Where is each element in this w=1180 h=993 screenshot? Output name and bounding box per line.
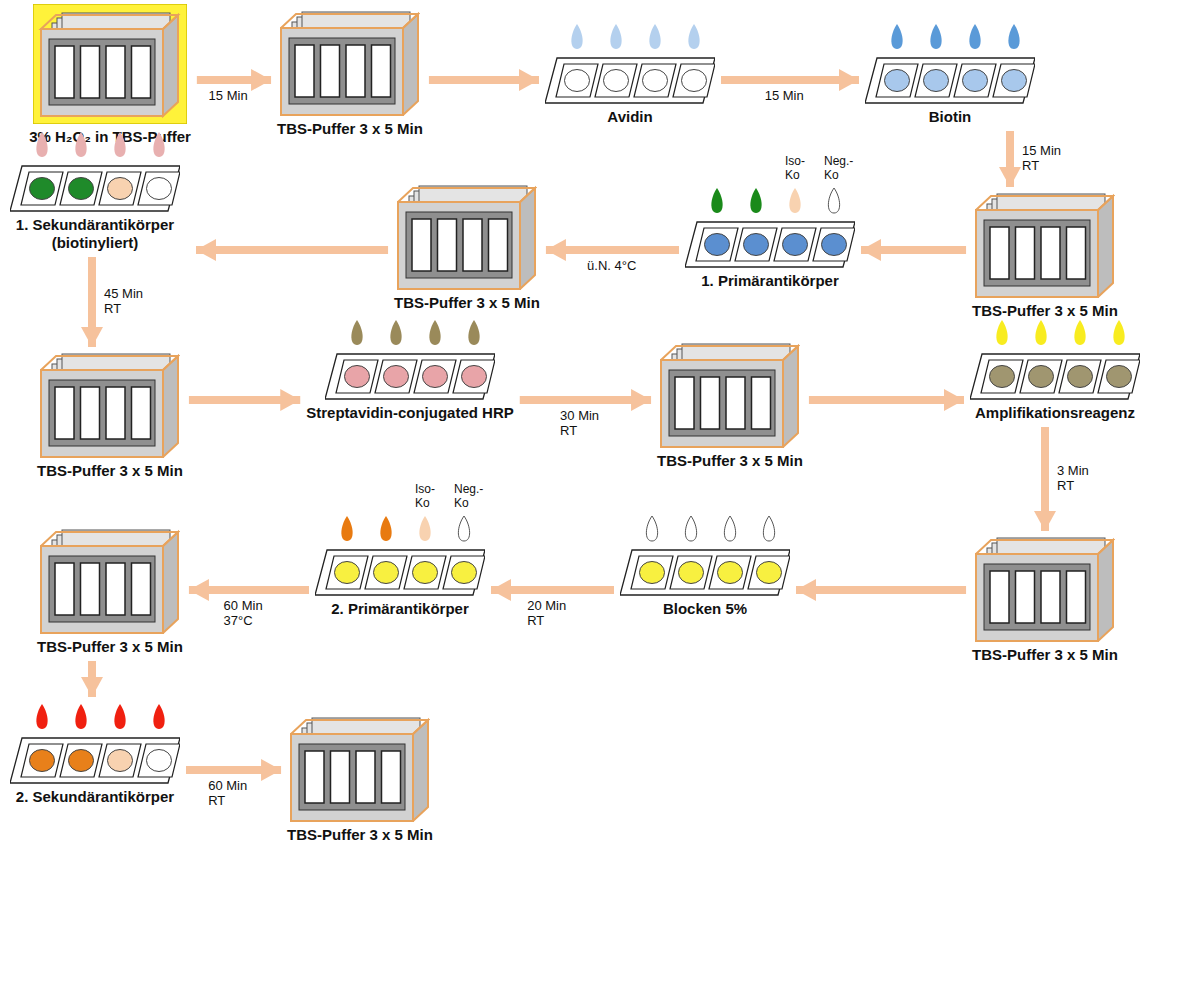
protocol-step: Streptavidin-conjugated HRP [306,318,514,422]
slide-illustration [545,22,715,104]
staining-jar [975,536,1115,642]
staining-jar [290,716,430,822]
step-label: TBS-Puffer 3 x 5 Min [394,294,540,312]
protocol-step: 1. Primärantikörper [685,186,855,290]
step-label: TBS-Puffer 3 x 5 Min [37,462,183,480]
step-label: 2. Sekundärantikörper [16,788,174,806]
step-label: Biotin [929,108,972,126]
protocol-step: Amplifikationsreagenz [970,318,1140,422]
flow-arrow [721,76,859,84]
protocol-step: TBS-Puffer 3 x 5 Min [37,352,183,480]
control-label: Iso- Ko [415,483,447,511]
protocol-step: Biotin [865,22,1035,126]
staining-jar [33,4,187,124]
step-label: Blocken 5% [663,600,747,618]
protocol-step: TBS-Puffer 3 x 5 Min [394,184,540,312]
slide-illustration [970,318,1140,400]
flow-arrow [491,586,614,594]
protocol-step: Avidin [545,22,715,126]
flow-arrow [88,661,96,697]
slide-illustration [620,514,790,596]
staining-jar [397,184,537,290]
staining-jar [40,528,180,634]
protocol-step: TBS-Puffer 3 x 5 Min [287,716,433,844]
flow-arrow [546,246,679,254]
flow-arrow [809,396,964,404]
flow-arrow [429,76,539,84]
staining-jar [660,342,800,448]
slide-illustration [10,702,180,784]
step-label: Streptavidin-conjugated HRP [306,404,514,422]
duration-label: 60 Min 37°C [224,599,275,629]
step-label: 2. Primärantikörper [331,600,469,618]
protocol-step: TBS-Puffer 3 x 5 Min [657,342,803,470]
step-label: 1. Primärantikörper [701,272,839,290]
duration-label: 45 Min RT [104,287,155,317]
flow-arrow [520,396,651,404]
staining-jar [975,192,1115,298]
flow-arrow [197,76,271,84]
protocol-step: 1. Sekundärantikörper (biotinyliert) [0,130,190,252]
control-label: Iso- Ko [785,155,817,183]
protocol-step: TBS-Puffer 3 x 5 Min [277,10,423,138]
flow-arrow [189,586,309,594]
flow-arrow [88,257,96,347]
protocol-step: TBS-Puffer 3 x 5 Min [37,528,183,656]
flow-arrow [796,586,966,594]
control-label: Neg.- Ko [454,483,486,511]
duration-label: 60 Min RT [208,779,259,809]
protocol-step: TBS-Puffer 3 x 5 Min [972,192,1118,320]
protocol-step: Blocken 5% [620,514,790,618]
duration-label: 15 Min [209,89,260,104]
flow-arrow [186,766,281,774]
duration-label: 15 Min RT [1022,144,1073,174]
duration-label: ü.N. 4°C [587,259,638,274]
protocol-step: 2. Sekundärantikörper [10,702,180,806]
step-label: Amplifikationsreagenz [975,404,1135,422]
step-label: TBS-Puffer 3 x 5 Min [37,638,183,656]
slide-illustration [10,130,180,212]
slide-illustration [685,186,855,268]
step-label: TBS-Puffer 3 x 5 Min [972,302,1118,320]
staining-jar [280,10,420,116]
step-label: TBS-Puffer 3 x 5 Min [657,452,803,470]
flow-arrow [1006,131,1014,187]
duration-label: 3 Min RT [1057,464,1108,494]
step-label: 3% H₂O₂ in TBS-Puffer [29,128,191,146]
protocol-step: 3% H₂O₂ in TBS-Puffer [29,4,191,146]
flow-arrow [861,246,966,254]
duration-label: 15 Min [765,89,816,104]
step-label: TBS-Puffer 3 x 5 Min [972,646,1118,664]
slide-illustration [865,22,1035,104]
duration-label: 20 Min RT [527,599,578,629]
protocol-step: 2. Primärantikörper [315,514,485,618]
flow-arrow [196,246,388,254]
step-label: TBS-Puffer 3 x 5 Min [277,120,423,138]
flow-arrow [189,396,300,404]
slide-illustration [325,318,495,400]
protocol-step: TBS-Puffer 3 x 5 Min [972,536,1118,664]
staining-jar [40,352,180,458]
slide-illustration [315,514,485,596]
step-label: Avidin [607,108,652,126]
step-label: 1. Sekundärantikörper (biotinyliert) [0,216,190,252]
flow-arrow [1041,427,1049,531]
step-label: TBS-Puffer 3 x 5 Min [287,826,433,844]
control-label: Neg.- Ko [824,155,856,183]
duration-label: 30 Min RT [560,409,611,439]
